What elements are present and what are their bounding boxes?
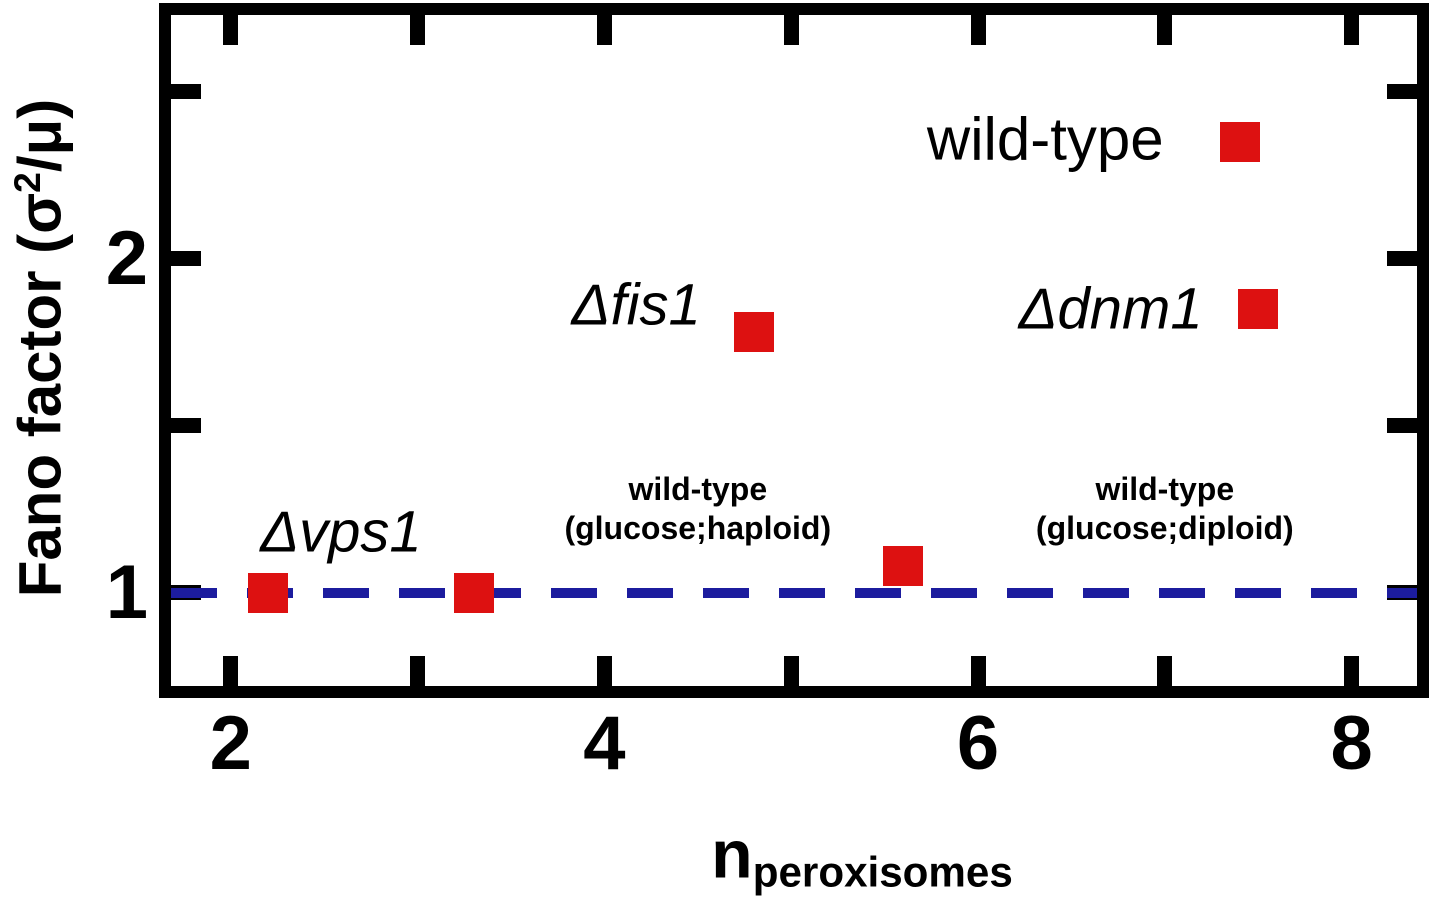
fis1-label: Δfis1 bbox=[572, 272, 701, 339]
y-tick-right bbox=[1387, 251, 1417, 267]
wildtype-label: wild-type bbox=[927, 104, 1164, 173]
vps1-label-line: Δvps1 bbox=[260, 499, 422, 565]
wildtype-label-line: wild-type bbox=[926, 105, 1164, 173]
x-tick-top bbox=[1157, 15, 1173, 45]
haploid-label-line: wild-type bbox=[628, 471, 768, 508]
x-axis-title-main: n bbox=[711, 816, 753, 893]
y-axis-title-suffix: /μ) bbox=[6, 98, 74, 173]
x-tick-top bbox=[1344, 15, 1360, 45]
y-tick-right bbox=[1387, 84, 1417, 100]
x-tick-label: 8 bbox=[1330, 701, 1373, 786]
x-tick-bottom bbox=[783, 656, 799, 686]
diploid-label-line: wild-type bbox=[1095, 471, 1235, 508]
x-tick-top bbox=[783, 15, 799, 45]
haploid-label: wild-type(glucose;haploid) bbox=[564, 470, 831, 548]
x-tick-top bbox=[223, 15, 239, 45]
x-tick-bottom bbox=[223, 656, 239, 686]
y-tick-right bbox=[1387, 418, 1417, 434]
x-tick-bottom bbox=[970, 656, 986, 686]
data-point-wild-type-glucose-haploid bbox=[453, 572, 494, 613]
dnm1-label: Δdnm1 bbox=[1019, 275, 1203, 342]
data-point-wild-type bbox=[1219, 121, 1260, 162]
x-tick-bottom bbox=[410, 656, 426, 686]
x-tick-label: 2 bbox=[209, 701, 252, 786]
data-point-vps1-delta bbox=[248, 572, 289, 613]
y-tick-left bbox=[171, 418, 201, 434]
reference-line bbox=[171, 587, 1417, 598]
x-tick-bottom bbox=[1157, 656, 1173, 686]
y-tick-left bbox=[171, 84, 201, 100]
y-tick-label: 1 bbox=[105, 549, 148, 635]
y-axis-title: Fano factor (σ2/μ) bbox=[6, 99, 75, 597]
x-tick-label: 4 bbox=[583, 701, 626, 786]
y-tick-left bbox=[171, 251, 201, 267]
x-tick-top bbox=[970, 15, 986, 45]
haploid-label-line: (glucose;haploid) bbox=[564, 510, 832, 547]
data-point-wild-type-glucose-diploid bbox=[883, 545, 924, 586]
x-tick-label: 6 bbox=[956, 701, 1000, 786]
data-point-dnm1-delta bbox=[1238, 288, 1279, 329]
y-tick-label: 2 bbox=[105, 215, 148, 301]
fis1-label-line: Δfis1 bbox=[571, 272, 701, 338]
x-tick-bottom bbox=[596, 656, 612, 686]
x-tick-top bbox=[596, 15, 612, 45]
x-axis-title: nperoxisomes bbox=[711, 815, 1013, 896]
x-axis-title-subscript: peroxisomes bbox=[752, 848, 1013, 896]
dnm1-label-line: Δdnm1 bbox=[1018, 276, 1203, 342]
data-point-fis1-delta bbox=[733, 312, 774, 353]
x-tick-bottom bbox=[1344, 656, 1360, 686]
vps1-label: Δvps1 bbox=[260, 499, 421, 566]
y-axis-title-superscript: 2 bbox=[6, 172, 49, 193]
y-axis-title-prefix: Fano factor (σ bbox=[6, 192, 74, 598]
diploid-label-line: (glucose;diploid) bbox=[1035, 510, 1294, 547]
x-tick-top bbox=[410, 15, 426, 45]
diploid-label: wild-type(glucose;diploid) bbox=[1036, 470, 1294, 548]
